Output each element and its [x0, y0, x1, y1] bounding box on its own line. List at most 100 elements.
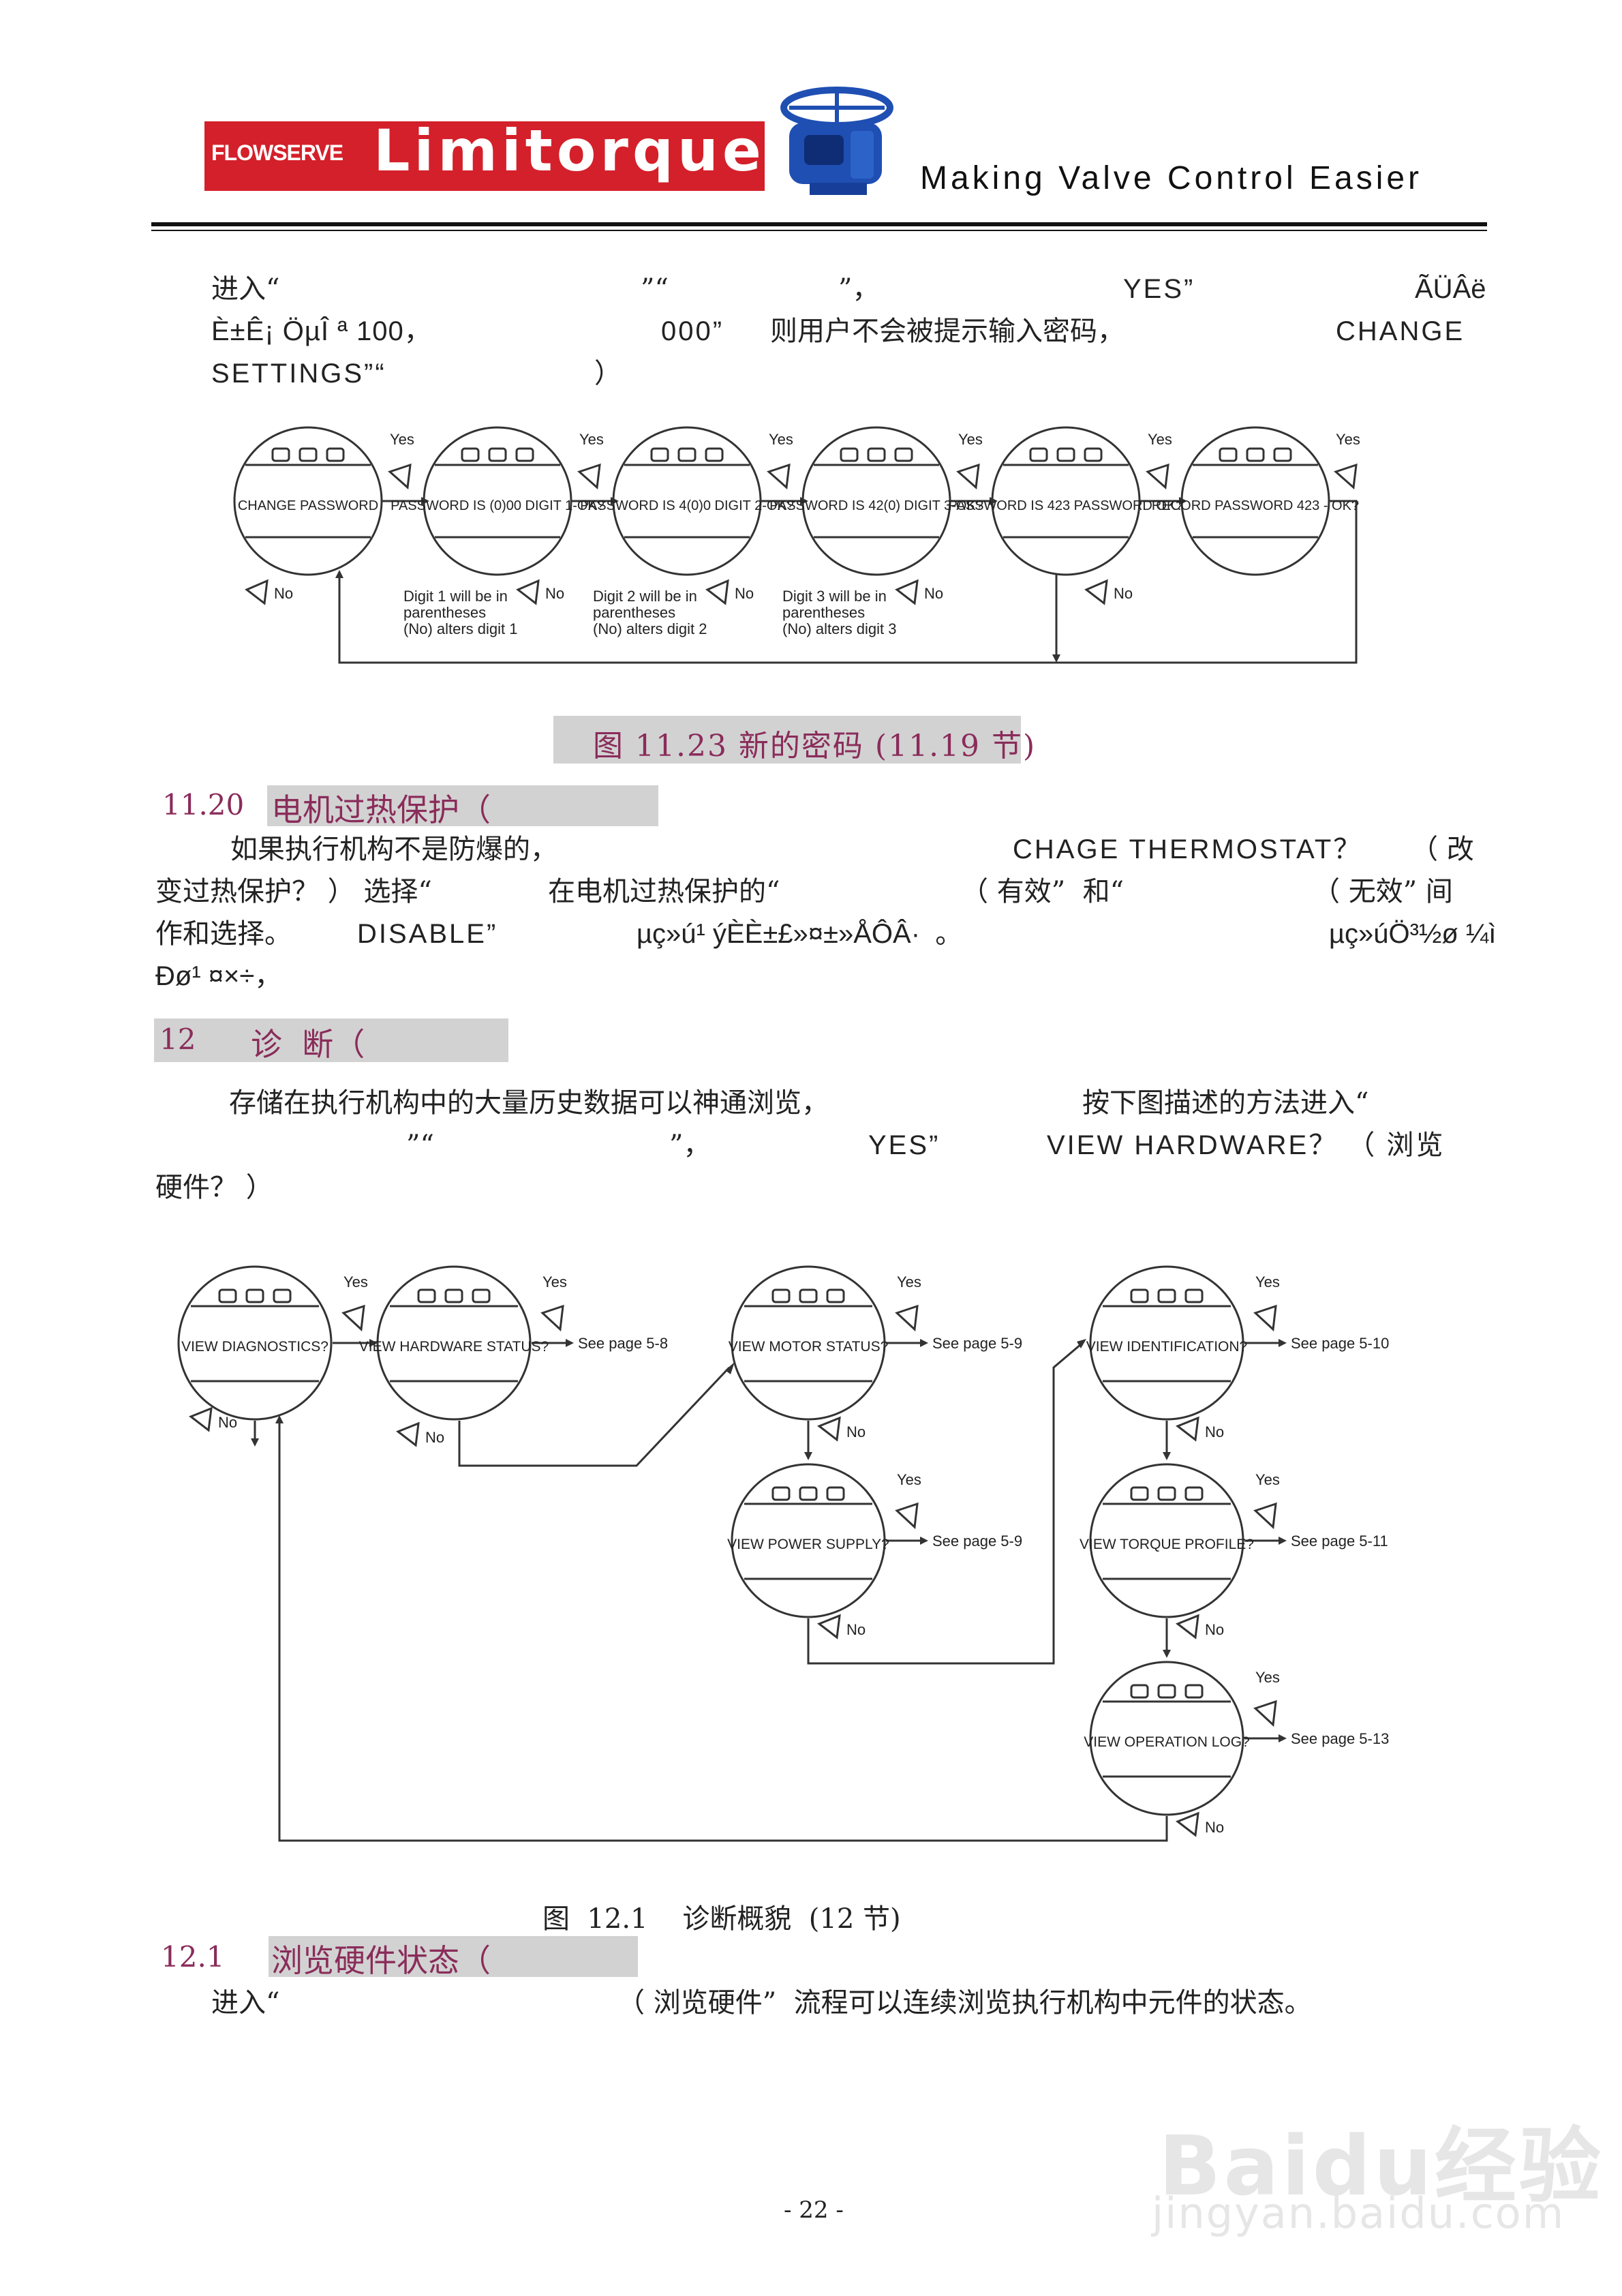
digit-note: (No) alters digit 2 [593, 620, 707, 637]
yes-label: Yes [897, 1273, 921, 1290]
screen-label: VIEW POWER SUPPLY? [727, 1537, 889, 1552]
no-label: No [1205, 1423, 1224, 1440]
lcd-screen-view-motor [731, 1265, 886, 1421]
no-label: No [218, 1414, 237, 1431]
section-title: 浏览硬件状态（ [271, 1942, 491, 1979]
screen-label: VIEW DIAGNOSTICS? [181, 1339, 328, 1355]
yes-label: Yes [579, 431, 604, 448]
digit-note: Digit 3 will be in [782, 588, 887, 605]
page-reference: See page 5-11 [1291, 1532, 1388, 1550]
body-text: ”， [669, 1130, 711, 1161]
screen-label: VIEW OPERATION LOG? [1084, 1734, 1250, 1750]
page-reference: See page 5-13 [1291, 1730, 1389, 1747]
no-label: No [545, 585, 564, 602]
para1-text: È±Ê¡ ÖµÎ ª 100， [211, 316, 432, 346]
para1-text: 进入“ [211, 273, 280, 305]
para1-text: 000” [661, 316, 724, 346]
yes-label: Yes [390, 431, 414, 448]
yes-label: Yes [769, 431, 793, 448]
para1-text: ”， [838, 273, 880, 305]
brand-logo-banner [204, 121, 765, 191]
lcd-screen-view-identification [1089, 1265, 1244, 1421]
body-text: CHAGE THERMOSTAT？ [1013, 834, 1363, 864]
body-text: ”“ [406, 1130, 434, 1161]
no-label: No [846, 1423, 866, 1440]
para1-text: ÃÜÂë [1415, 274, 1486, 304]
yes-label: Yes [1255, 1471, 1280, 1488]
figure-caption: 图 12.1 诊断概貌 (12 节) [542, 1903, 901, 1935]
para1-text: ） [594, 358, 622, 389]
para1-text: 则用户不会被提示输入密码， [770, 316, 1124, 347]
page-reference: See page 5-9 [932, 1532, 1022, 1550]
no-label: No [425, 1429, 444, 1446]
screen-label: VIEW IDENTIFICATION? [1086, 1339, 1247, 1355]
section-title: 电机过热保护（ [271, 791, 491, 828]
para1-text: YES” [1123, 274, 1195, 304]
para1-text: CHANGE [1336, 316, 1465, 346]
limitorque-logo-text: Limitorque [373, 117, 765, 184]
page-number: - 22 - [784, 2196, 844, 2224]
body-text: µç»úÖ³½ø ¼ì [1329, 919, 1497, 949]
screen-label: VIEW MOTOR STATUS? [729, 1339, 889, 1355]
body-text: 变过热保护？ ） 选择“ [155, 876, 432, 907]
yes-label: Yes [343, 1273, 368, 1290]
screen-label: VIEW TORQUE PROFILE? [1080, 1537, 1254, 1552]
no-label: No [1114, 585, 1133, 602]
section-number: 12.1 [161, 1940, 225, 1974]
section-number: 11.20 [162, 788, 245, 821]
page-reference: See page 5-8 [578, 1335, 668, 1352]
no-label: No [274, 585, 293, 602]
yes-label: Yes [897, 1471, 921, 1488]
body-text: DISABLE” [357, 919, 498, 949]
lcd-screen-view-torque [1089, 1463, 1244, 1618]
section-heading-bg [267, 785, 658, 826]
section-heading-bg [269, 1936, 638, 1977]
yes-label: Yes [1148, 431, 1172, 448]
screen-label: PASSWORD IS 42(0) DIGIT 3-OK? [769, 498, 983, 513]
figure-caption: 图 11.23 新的密码 (11.19 节) [593, 729, 1037, 764]
digit-note: parentheses [782, 604, 865, 621]
body-text: Ðø¹ ¤×÷， [155, 961, 282, 991]
digit-note: (No) alters digit 1 [403, 620, 518, 637]
page-reference: See page 5-9 [932, 1335, 1022, 1352]
section-heading-bg [154, 1018, 508, 1062]
section-title: 诊 断（ [251, 1026, 365, 1063]
flowserve-logo-text: FLOWSERVE [211, 140, 343, 165]
body-text: （ 改 [1411, 834, 1474, 865]
actuator-image [780, 87, 893, 195]
body-text: µç»ú¹ ýÈÈ±£»¤±»ÅÔÂ· 。 [637, 919, 963, 949]
body-text: 进入“ [211, 1987, 280, 2019]
no-label: No [1205, 1819, 1224, 1836]
body-text: 存储在执行机构中的大量历史数据可以神通浏览， [229, 1087, 829, 1119]
yes-label: Yes [542, 1273, 567, 1290]
baidu-watermark-url: jingyan.baidu.com [1152, 2188, 1565, 2238]
screen-label: PASSWORD IS (0)00 DIGIT 1-OK? [391, 498, 605, 513]
body-text: （ 浏览硬件” 流程可以连续浏览执行机构中元件的状态。 [617, 1987, 1312, 2019]
screen-label: PASSWORD IS 423 PASSWORD OK? [949, 498, 1184, 513]
body-text: 作和选择。 [155, 918, 292, 950]
digit-note: parentheses [403, 604, 486, 621]
para1-text: ”“ [641, 273, 669, 305]
figure-caption-bg [553, 716, 1021, 764]
body-text: VIEW HARDWARE？ （ 浏览 [1047, 1130, 1445, 1160]
body-text: 按下图描述的方法进入“ [1082, 1087, 1369, 1119]
body-text: YES” [868, 1130, 940, 1160]
tagline: Making Valve Control Easier [920, 160, 1423, 196]
section-number: 12 [159, 1023, 196, 1056]
screen-label: VIEW HARDWARE STATUS? [359, 1339, 549, 1355]
screen-label: PASSWORD IS 4(0)0 DIGIT 2-OK? [580, 498, 794, 513]
header-rule [151, 222, 1487, 226]
no-label: No [924, 585, 943, 602]
diagnostics-flow-diagram: VIEW DIAGNOSTICS? VIEW HARDWARE STATUS? … [177, 1265, 1389, 1842]
para1-text: SETTINGS”“ [211, 359, 386, 389]
body-text: 在电机过热保护的“ [548, 876, 780, 907]
header-rule-thin [151, 230, 1487, 231]
yes-label: Yes [1255, 1273, 1280, 1290]
body-text: 如果执行机构不是防爆的， [230, 834, 557, 865]
lcd-screen-view-diagnostics [177, 1265, 333, 1421]
digit-note: parentheses [593, 604, 675, 621]
yes-label: Yes [1336, 431, 1360, 448]
yes-label: Yes [958, 431, 983, 448]
digit-note: Digit 2 will be in [593, 588, 697, 605]
no-label: No [1205, 1621, 1224, 1638]
